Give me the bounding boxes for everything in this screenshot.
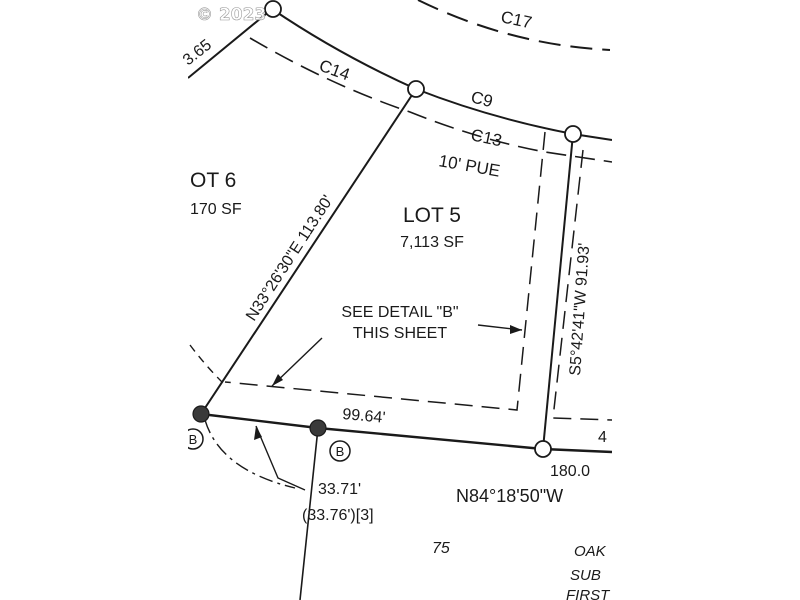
detail-note-line1: SEE DETAIL "B" [341, 304, 458, 321]
dist-bottom: 99.64' [342, 406, 386, 427]
dist-4: 4 [598, 429, 607, 446]
marker-left: B [189, 432, 198, 447]
dist-3376: (33.76')[3] [302, 507, 374, 524]
right-margin [612, 0, 800, 600]
dim-arrow-3371 [254, 426, 262, 440]
sub-label-1: OAK [574, 543, 607, 560]
marker-b: B [336, 444, 345, 459]
lot5-title: LOT 5 [403, 204, 461, 227]
curve-c9: C9 [469, 87, 495, 111]
watermark: © 2023 [196, 5, 266, 25]
dim-leader-3371 [255, 425, 306, 491]
monument-left [192, 405, 210, 423]
lot-line-right [542, 133, 574, 450]
lot-line-bottom [200, 412, 613, 454]
lot-75: 75 [432, 540, 450, 557]
lot6-area: 170 SF [190, 201, 242, 218]
detail-note-line2: THIS SHEET [353, 325, 447, 342]
adjacent-dashed-line [552, 149, 613, 421]
lot6-title: OT 6 [190, 169, 236, 192]
node-c9 [407, 80, 425, 98]
detail-arrow-left [272, 374, 283, 386]
detail-arrow-right [510, 325, 522, 334]
sub-label-2: SUB [570, 567, 601, 584]
detail-dashdot-arc [204, 419, 296, 489]
node-c13 [564, 125, 582, 143]
marker-b-circle [329, 440, 351, 462]
sub-label-3: FIRST [566, 587, 611, 600]
monument-b [309, 419, 327, 437]
node-top [264, 0, 282, 18]
lot-75-line [299, 427, 319, 600]
node-bottom-right [534, 440, 552, 458]
curve-c17-line [417, 0, 611, 51]
setback-dashed-polygon [224, 131, 546, 411]
pue-dashed-arc [249, 37, 613, 163]
lot-line-left [200, 88, 417, 415]
bearing-bottom: N84°18'50"W [456, 486, 563, 506]
top-left-boundary [187, 8, 273, 79]
left-dashed-arc [189, 344, 223, 383]
dist-3371: 33.71' [318, 481, 361, 498]
left-margin [0, 0, 188, 600]
lot5-area: 7,113 SF [400, 234, 464, 251]
dist-180: 180.0 [550, 463, 590, 480]
